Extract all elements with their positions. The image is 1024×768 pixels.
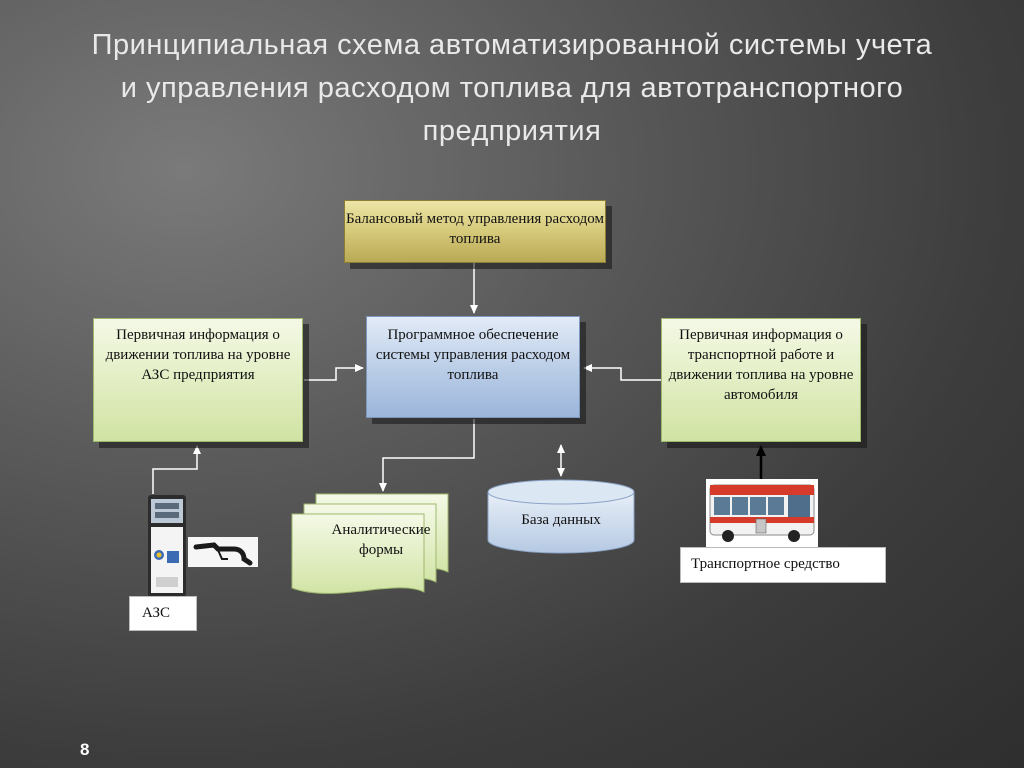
connector-station-info-to-software — [304, 364, 364, 381]
bus-icon — [706, 479, 818, 547]
balance-method-box: Балансовый метод управления расходом топ… — [344, 200, 606, 263]
connector-software-to-forms — [379, 419, 475, 492]
fuel-nozzle-icon — [188, 537, 258, 567]
page-number: 8 — [80, 740, 90, 759]
database-label: База данных — [521, 512, 601, 528]
connector-vehicle-info-to-software — [583, 364, 661, 381]
title-line-2: и управления расходом топлива для автотр… — [120, 72, 904, 104]
connector-station-to-info — [152, 445, 201, 494]
analytic-forms-label: Аналитические формы — [331, 522, 431, 558]
station-primary-info-text: Первичная информация о движении топлива … — [105, 327, 291, 383]
fuel-pump-icon — [148, 495, 186, 597]
title-line-3: предприятия — [422, 115, 602, 147]
station-primary-info-box: Первичная информация о движении топлива … — [93, 318, 303, 442]
software-box: Программное обеспечение системы управлен… — [366, 316, 580, 418]
vehicle-label: Транспортное средство — [680, 547, 886, 583]
software-text: Программное обеспечение системы управлен… — [375, 327, 571, 383]
vehicle-primary-info-text: Первичная информация о транспортной рабо… — [668, 327, 854, 403]
database-cylinder-icon — [487, 479, 635, 554]
vehicle-primary-info-box: Первичная информация о транспортной рабо… — [661, 318, 861, 442]
title-line-1: Принципиальная схема автоматизированной … — [91, 29, 933, 61]
station-label: АЗС — [129, 596, 197, 631]
slide-title: Принципиальная схема автоматизированной … — [20, 24, 1004, 153]
document-stack-icon — [290, 492, 460, 604]
balance-method-text: Балансовый метод управления расходом топ… — [346, 211, 604, 247]
